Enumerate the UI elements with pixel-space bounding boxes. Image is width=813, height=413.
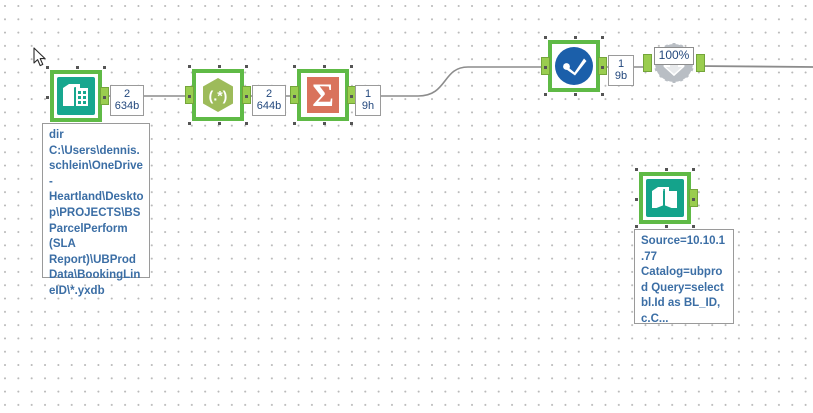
connection-label-1[interactable]: 2 634b xyxy=(110,85,144,116)
browse-tool[interactable] xyxy=(541,36,607,96)
browse-icon xyxy=(552,44,596,88)
record-count: 1 xyxy=(364,88,372,100)
output-anchor[interactable] xyxy=(598,57,607,75)
container-output-anchor[interactable] xyxy=(696,54,705,72)
summarize-tool[interactable]: Σ xyxy=(290,65,356,125)
connection-label-3[interactable]: 1 9h xyxy=(355,85,381,116)
connection-label-2[interactable]: 2 644b xyxy=(252,85,286,116)
data-size: 9h xyxy=(361,100,375,112)
input-tool-annotation-2[interactable]: Source=10.10.1.77 Catalog=ubprod Query=s… xyxy=(634,229,734,325)
summarize-icon: Σ xyxy=(301,73,345,117)
input-data-tool-1[interactable] xyxy=(46,66,109,126)
regex-icon: (.*) xyxy=(196,73,240,117)
data-size: 634b xyxy=(114,100,140,112)
input-anchor[interactable] xyxy=(185,86,194,104)
container-percent-label: 100% xyxy=(654,47,694,65)
svg-text:Σ: Σ xyxy=(312,78,334,114)
data-size: 644b xyxy=(256,100,282,112)
output-anchor[interactable] xyxy=(242,86,251,104)
input-data-icon xyxy=(54,74,98,118)
input-data-icon xyxy=(643,176,687,220)
record-count: 2 xyxy=(123,88,131,100)
input-anchor[interactable] xyxy=(541,57,550,75)
output-anchor[interactable] xyxy=(689,189,698,207)
record-count: 1 xyxy=(617,58,625,70)
output-anchor[interactable] xyxy=(100,87,109,105)
collapsed-container[interactable]: 100% xyxy=(643,42,705,84)
input-tool-annotation-1[interactable]: dir C:\Users\dennis.schlein\OneDrive - H… xyxy=(42,123,150,297)
connection-label-4[interactable]: 1 9b xyxy=(608,55,634,86)
svg-text:(.*): (.*) xyxy=(209,88,228,104)
container-input-anchor[interactable] xyxy=(643,54,652,72)
regex-tool[interactable]: (.*) xyxy=(185,65,251,125)
input-anchor[interactable] xyxy=(290,86,299,104)
record-count: 2 xyxy=(265,88,273,100)
data-size: 9b xyxy=(614,70,628,82)
input-data-tool-2[interactable] xyxy=(635,168,698,228)
mouse-pointer xyxy=(33,47,48,73)
